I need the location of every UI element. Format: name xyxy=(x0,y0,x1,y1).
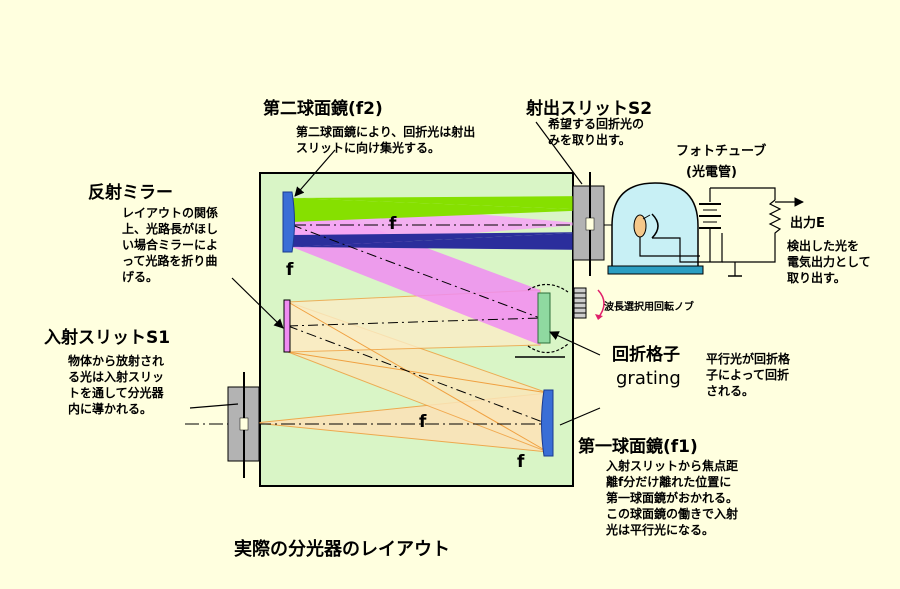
mirror1-description: 入射スリットから焦点距 離f分だけ離れた位置に 第一球面鏡がおかれる。 この球面… xyxy=(606,459,739,537)
exit-slit-gap xyxy=(585,217,595,231)
focal-length-label-mirror1: f xyxy=(517,452,525,472)
mirror2-description: 第二球面鏡により、回折光は射出 スリットに向け集光する。 xyxy=(296,125,476,155)
grating-description: 平行光が回折格 子によって回折 される。 xyxy=(706,352,791,398)
callout-lines xyxy=(189,121,601,426)
orange-ray xyxy=(287,351,549,394)
grating-title-en: grating xyxy=(616,368,681,389)
entrance-slit-gap xyxy=(239,417,249,431)
beam-green xyxy=(292,198,595,222)
beam-navy-lower xyxy=(292,232,595,250)
diagram-title: 実際の分光器のレイアウト xyxy=(234,539,450,560)
knob-label: 波長選択用回転ノブ xyxy=(604,302,694,313)
focal-length-label-bottom: f xyxy=(419,412,427,432)
output-label: 出力E xyxy=(790,216,825,231)
output-circuit xyxy=(639,187,776,263)
optical-axis-diag2 xyxy=(287,317,541,327)
output-description: 検出した光を 電気出力として 取り出す。 xyxy=(787,239,871,285)
fold-mirror-description: レイアウトの関係 上、光路長がほし い場合ミラーによ って光路を折り曲 げる。 xyxy=(122,206,219,284)
anode-arc xyxy=(651,213,659,239)
diffraction-grating xyxy=(537,292,551,344)
exit-slit-title: 射出スリットS2 xyxy=(526,99,653,119)
knob-rotation-arrowhead xyxy=(595,314,603,320)
entrance-slit-description: 物体から放射され る光は入射スリッ トを通して分光器 内に導かれる。 xyxy=(68,354,165,416)
mirror1-f1 xyxy=(541,389,554,457)
grating-rotation-arcs xyxy=(527,283,569,354)
optical-axis-diag3 xyxy=(291,224,541,319)
optical-axis-diag1 xyxy=(287,325,549,425)
resistor-symbol xyxy=(768,199,782,236)
mirror1-title: 第一球面鏡(f1) xyxy=(578,437,698,457)
beam-green-upper xyxy=(292,196,595,210)
phototube-base xyxy=(607,265,704,275)
focal-length-label-mirror2: f xyxy=(286,260,294,280)
fold-mirror xyxy=(283,299,291,353)
orange-ray xyxy=(287,301,549,453)
focal-length-label-top: f xyxy=(389,214,397,234)
mirror2-title: 第二球面鏡(f2) xyxy=(263,99,383,119)
phototube-subtitle: (光電管) xyxy=(686,165,737,180)
phototube-title: フォトチューブ xyxy=(676,144,767,159)
fold-mirror-title: 反射ミラー xyxy=(88,183,173,203)
mirror2-f2 xyxy=(282,191,295,253)
knob-teeth xyxy=(574,292,586,314)
grating-title-jp: 回折格子 xyxy=(612,345,680,365)
phototube-envelope xyxy=(611,182,699,269)
exit-slit-description: 希望する回折光の みを取り出す。 xyxy=(548,117,645,147)
anode-wire xyxy=(642,214,651,220)
entrance-slit-title: 入射スリットS1 xyxy=(44,328,171,348)
battery-symbol xyxy=(699,203,721,262)
